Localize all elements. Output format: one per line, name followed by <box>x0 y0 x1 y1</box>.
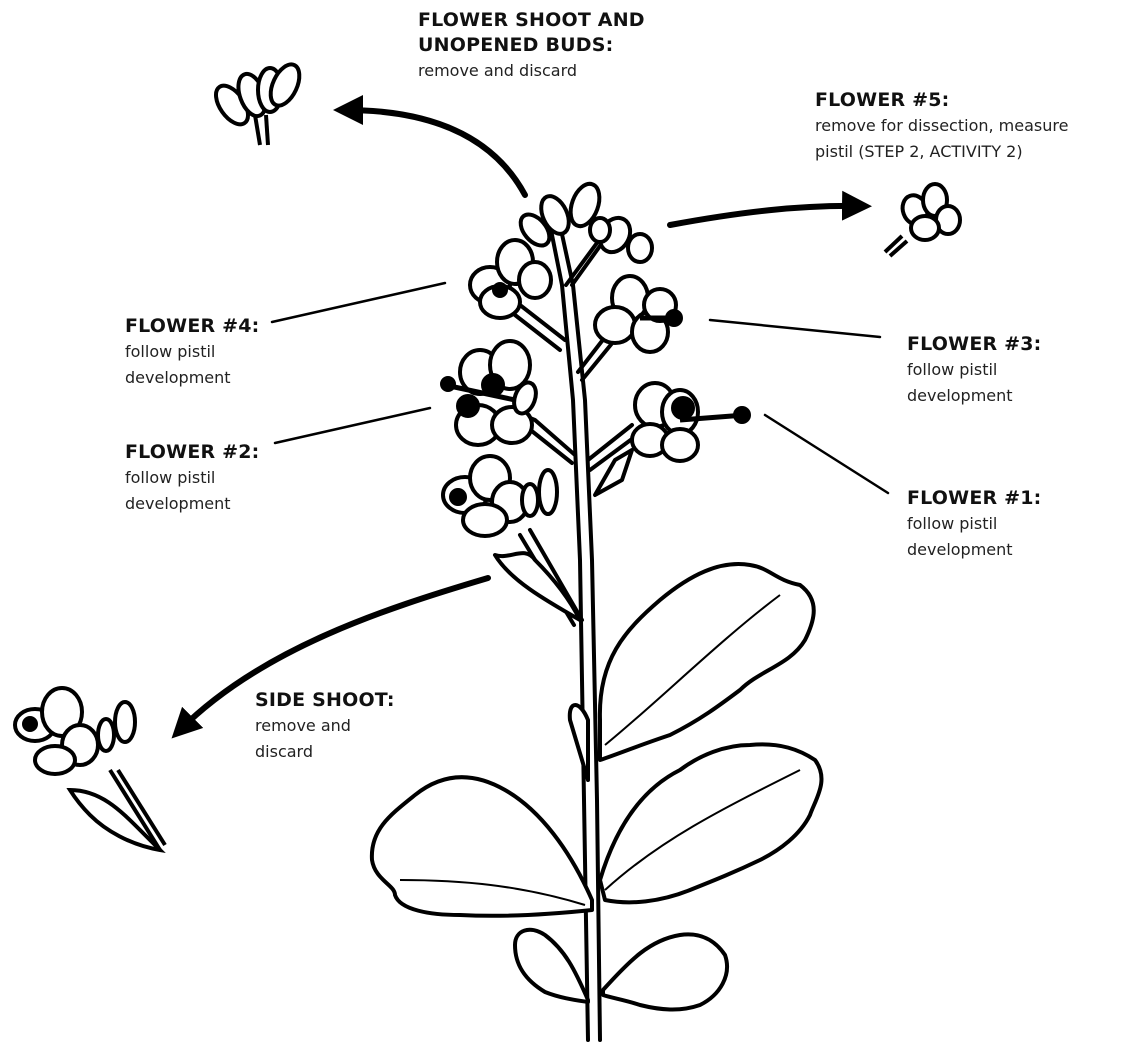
label-flower-5-desc: remove for dissection, measure pistil (S… <box>815 113 1068 165</box>
bract-side-shoot <box>495 553 580 620</box>
label-side-shoot-desc: remove and discard <box>255 713 395 765</box>
flower-1 <box>632 383 749 461</box>
leader-flower-3 <box>710 320 880 337</box>
flower-shoot-buds <box>515 180 652 262</box>
label-flower-5-title: FLOWER #5: <box>815 88 1068 113</box>
leaf-lower-right <box>603 934 727 1009</box>
leaf-left <box>372 777 592 915</box>
label-flower-4-desc: follow pistil development <box>125 339 259 391</box>
leaf-middle-right <box>600 744 821 902</box>
bract-small <box>570 705 588 780</box>
label-flower-shoot-desc: remove and discard <box>418 58 645 84</box>
label-side-shoot-title: SIDE SHOOT: <box>255 688 395 713</box>
label-flower-1-title: FLOWER #1: <box>907 486 1041 511</box>
flower-3 <box>595 276 681 352</box>
arrow-flower-5 <box>670 206 860 225</box>
bract-branch-right <box>595 450 632 495</box>
label-flower-3-title: FLOWER #3: <box>907 332 1041 357</box>
label-flower-4-title: FLOWER #4: <box>125 314 259 339</box>
label-flower-5: FLOWER #5: remove for dissection, measur… <box>815 88 1068 165</box>
label-flower-1-desc: follow pistil development <box>907 511 1041 563</box>
leader-lines <box>272 283 888 493</box>
label-flower-2: FLOWER #2: follow pistil development <box>125 440 259 517</box>
leader-flower-1 <box>765 415 888 493</box>
removed-flower-5 <box>885 184 960 256</box>
removed-flower-shoot <box>210 60 306 145</box>
arrow-flower-shoot <box>345 110 525 195</box>
label-flower-1: FLOWER #1: follow pistil development <box>907 486 1041 563</box>
label-flower-4: FLOWER #4: follow pistil development <box>125 314 259 391</box>
leader-flower-2 <box>275 408 430 443</box>
label-flower-3-desc: follow pistil development <box>907 357 1041 409</box>
label-flower-3: FLOWER #3: follow pistil development <box>907 332 1041 409</box>
label-side-shoot: SIDE SHOOT: remove and discard <box>255 688 395 765</box>
label-flower-2-desc: follow pistil development <box>125 465 259 517</box>
label-flower-shoot: FLOWER SHOOT AND UNOPENED BUDS: remove a… <box>418 8 645 84</box>
label-flower-shoot-title: FLOWER SHOOT AND UNOPENED BUDS: <box>418 8 645 58</box>
leaf-bottom-left <box>515 930 588 1002</box>
removed-side-shoot <box>15 688 165 850</box>
flower-4 <box>470 240 551 318</box>
flower-2 <box>442 341 540 445</box>
leaf-upper-right <box>600 564 814 760</box>
leader-flower-4 <box>272 283 445 322</box>
side-shoot-flower <box>443 456 557 536</box>
label-flower-2-title: FLOWER #2: <box>125 440 259 465</box>
